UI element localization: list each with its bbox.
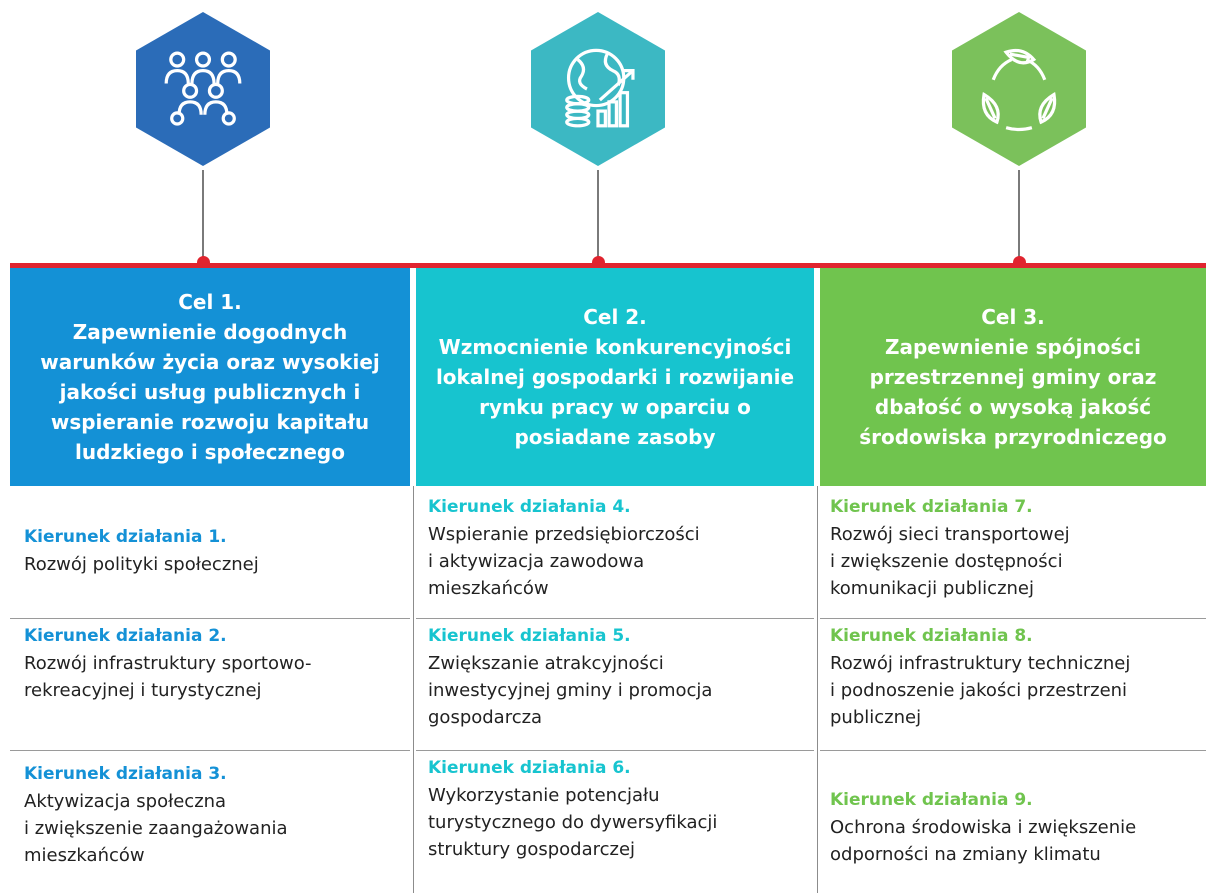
goal-2-text: Wzmocnienie konkurencyjności lokalnej go… — [435, 335, 795, 449]
goal-3-hexagon — [952, 12, 1086, 166]
goal-1-header: Cel 1. Zapewnienie dogodnych warunków ży… — [10, 268, 410, 486]
goal-3-marker — [1013, 256, 1026, 269]
direction-label: Kierunek działania 9. — [830, 790, 1033, 810]
direction-text: Aktywizacja społeczna i zwiększenie zaan… — [24, 791, 288, 866]
direction-label: Kierunek działania 6. — [428, 758, 631, 778]
goal-3-title: Cel 3. — [981, 305, 1045, 329]
direction-text: Rozwój infrastruktury sportowo- rekreacy… — [24, 653, 312, 701]
goal-2-stem — [597, 170, 599, 262]
direction-label: Kierunek działania 1. — [24, 527, 227, 547]
goal-2-marker — [592, 256, 605, 269]
direction-7: Kierunek działania 7. Rozwój sieci trans… — [830, 494, 1202, 602]
goal-3-stem — [1018, 170, 1020, 262]
direction-label: Kierunek działania 8. — [830, 626, 1033, 646]
direction-label: Kierunek działania 5. — [428, 626, 631, 646]
row-divider — [416, 750, 814, 751]
direction-8: Kierunek działania 8. Rozwój infrastrukt… — [830, 623, 1202, 731]
goal-2-header: Cel 2. Wzmocnienie konkurencyjności loka… — [416, 268, 814, 486]
row-divider — [10, 618, 410, 619]
direction-5: Kierunek działania 5. Zwiększanie atrakc… — [428, 623, 808, 731]
direction-9: Kierunek działania 9. Ochrona środowiska… — [830, 787, 1202, 868]
column-divider — [413, 486, 414, 893]
row-divider — [820, 618, 1206, 619]
direction-text: Ochrona środowiska i zwiększenie odporno… — [830, 817, 1137, 865]
direction-6: Kierunek działania 6. Wykorzystanie pote… — [428, 755, 808, 863]
direction-text: Rozwój infrastruktury technicznej i podn… — [830, 653, 1131, 728]
timeline-line — [10, 263, 1206, 268]
people-group-icon — [164, 51, 242, 126]
globe-coins-chart-icon — [565, 48, 635, 128]
direction-label: Kierunek działania 7. — [830, 497, 1033, 517]
column-divider — [817, 486, 818, 893]
direction-1: Kierunek działania 1. Rozwój polityki sp… — [24, 524, 404, 578]
goal-2-title: Cel 2. — [583, 305, 647, 329]
direction-label: Kierunek działania 4. — [428, 497, 631, 517]
goal-3-text: Zapewnienie spójności przestrzennej gmin… — [859, 335, 1167, 449]
direction-label: Kierunek działania 2. — [24, 626, 227, 646]
direction-text: Rozwój polityki społecznej — [24, 554, 259, 575]
direction-text: Wspieranie przedsiębiorczości i aktywiza… — [428, 524, 700, 599]
row-divider — [10, 750, 410, 751]
direction-4: Kierunek działania 4. Wspieranie przedsi… — [428, 494, 808, 602]
recycle-leaves-icon — [981, 48, 1057, 132]
direction-text: Rozwój sieci transportowej i zwiększenie… — [830, 524, 1070, 599]
goal-1-title: Cel 1. — [178, 290, 242, 314]
row-divider — [416, 618, 814, 619]
direction-label: Kierunek działania 3. — [24, 764, 227, 784]
direction-3: Kierunek działania 3. Aktywizacja społec… — [24, 761, 404, 869]
row-divider — [820, 750, 1206, 751]
goal-1-stem — [202, 170, 204, 262]
direction-2: Kierunek działania 2. Rozwój infrastrukt… — [24, 623, 404, 704]
goal-1-hexagon — [136, 12, 270, 166]
goal-1-marker — [197, 256, 210, 269]
goal-3-header: Cel 3. Zapewnienie spójności przestrzenn… — [820, 268, 1206, 486]
direction-text: Wykorzystanie potencjału turystycznego d… — [428, 785, 718, 860]
goal-2-hexagon — [531, 12, 665, 166]
direction-text: Zwiększanie atrakcyjności inwestycyjnej … — [428, 653, 713, 728]
goal-1-text: Zapewnienie dogodnych warunków życia ora… — [40, 320, 380, 464]
